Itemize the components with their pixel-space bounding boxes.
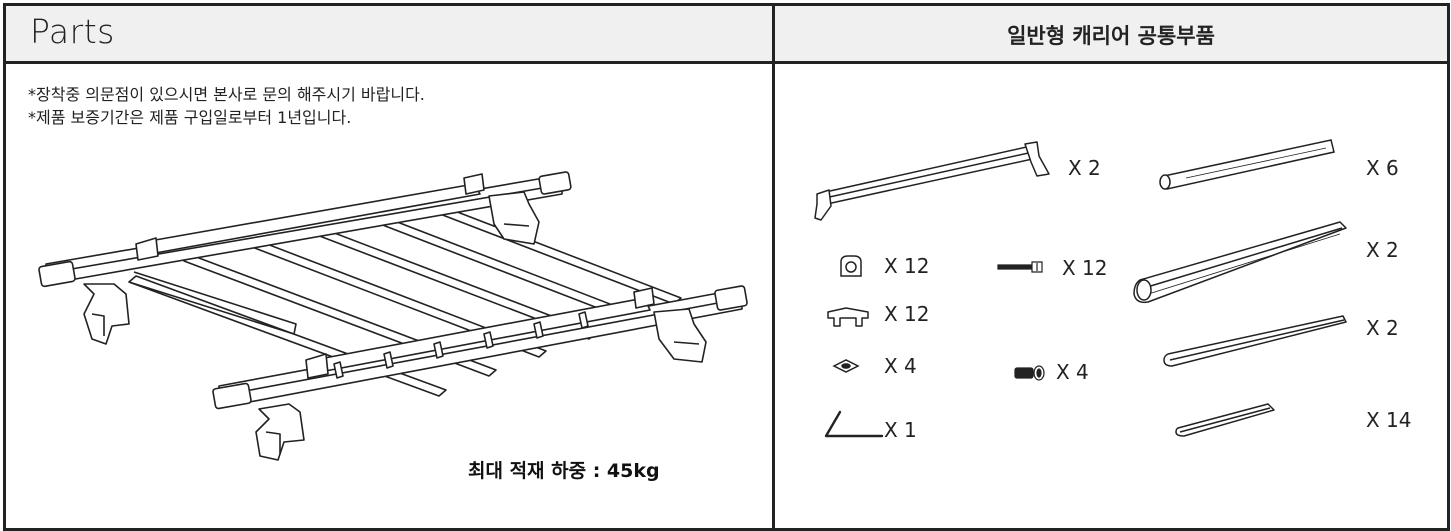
qty-bracket: X 12 — [884, 302, 930, 326]
short-strip-icon — [1172, 398, 1280, 444]
roof-carrier-illustration — [34, 164, 754, 464]
max-load-label: 최대 적재 하중 : 45kg — [468, 460, 660, 482]
qty-crossbar: X 2 — [1068, 156, 1101, 180]
hex-key-icon — [818, 408, 888, 444]
carrier-slats — [129, 198, 681, 396]
rail-profile-icon — [1130, 218, 1355, 318]
front-crossbar — [219, 292, 742, 404]
end-cap-strip-icon — [1158, 308, 1353, 378]
common-parts-title: 일반형 캐리어 공통부품 — [1007, 24, 1215, 48]
qty-square-nut: X 4 — [884, 354, 917, 378]
crossbar-icon — [811, 138, 1051, 233]
qty-long-bolt: X 12 — [1062, 256, 1108, 280]
qty-short-strip: X 14 — [1366, 408, 1412, 432]
qty-hex-key: X 1 — [884, 418, 917, 442]
clamp-block-icon — [838, 254, 864, 278]
tube-icon — [1156, 134, 1341, 199]
long-bolt-icon — [996, 260, 1046, 274]
short-bolt-icon — [1013, 364, 1047, 382]
note-warranty: *제품 보증기간은 제품 구입일로부터 1년입니다. — [28, 108, 352, 127]
panel-divider — [772, 61, 775, 528]
qty-rail-profile: X 2 — [1366, 238, 1399, 262]
qty-clamp-block: X 12 — [884, 254, 930, 278]
square-nut-icon — [832, 358, 860, 374]
bracket-icon — [826, 306, 870, 328]
parts-title: Parts — [30, 12, 115, 51]
right-header: 일반형 캐리어 공통부품 — [775, 6, 1447, 64]
qty-short-bolt: X 4 — [1056, 360, 1089, 384]
parts-sheet: Parts 일반형 캐리어 공통부품 *장착중 의문점이 있으시면 본사로 문의… — [3, 3, 1450, 531]
left-header: Parts — [6, 6, 775, 64]
note-inquiry: *장착중 의문점이 있으시면 본사로 문의 해주시기 바랍니다. — [28, 85, 425, 104]
qty-tube: X 6 — [1366, 156, 1399, 180]
qty-end-cap-strip: X 2 — [1366, 316, 1399, 340]
